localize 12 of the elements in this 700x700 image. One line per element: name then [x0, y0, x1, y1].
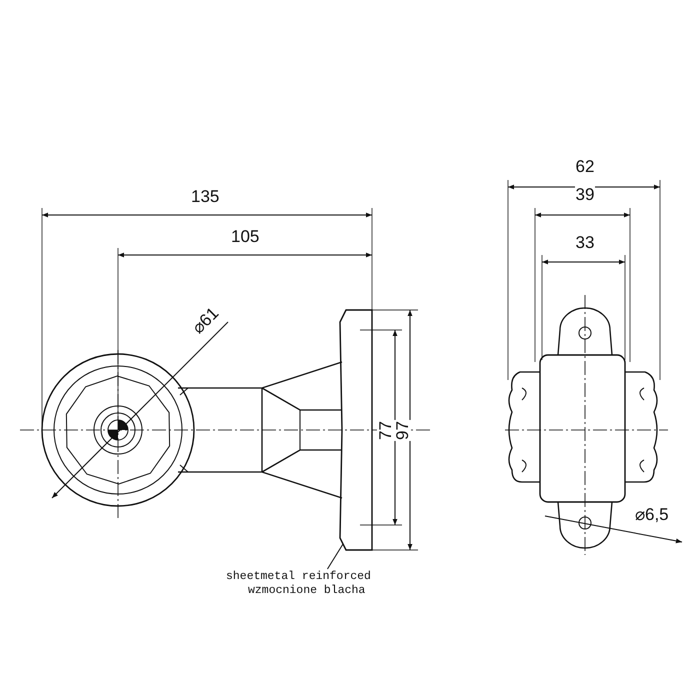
dimension-value: 135	[190, 188, 220, 204]
dimension-value: 62	[574, 158, 596, 174]
dimension-value: 77	[376, 420, 394, 440]
dimension-value: 33	[574, 234, 596, 250]
dimension-value: ⌀6,5	[634, 506, 670, 522]
dimension-value: 97	[393, 420, 410, 440]
leader-line	[326, 544, 344, 570]
note-text: wzmocnione blacha	[248, 584, 366, 599]
mounting-flange	[339, 309, 373, 551]
dimension-value: 105	[230, 228, 260, 244]
dimension-value: 39	[574, 186, 596, 202]
note-text: sheetmetal reinforced	[226, 570, 371, 584]
